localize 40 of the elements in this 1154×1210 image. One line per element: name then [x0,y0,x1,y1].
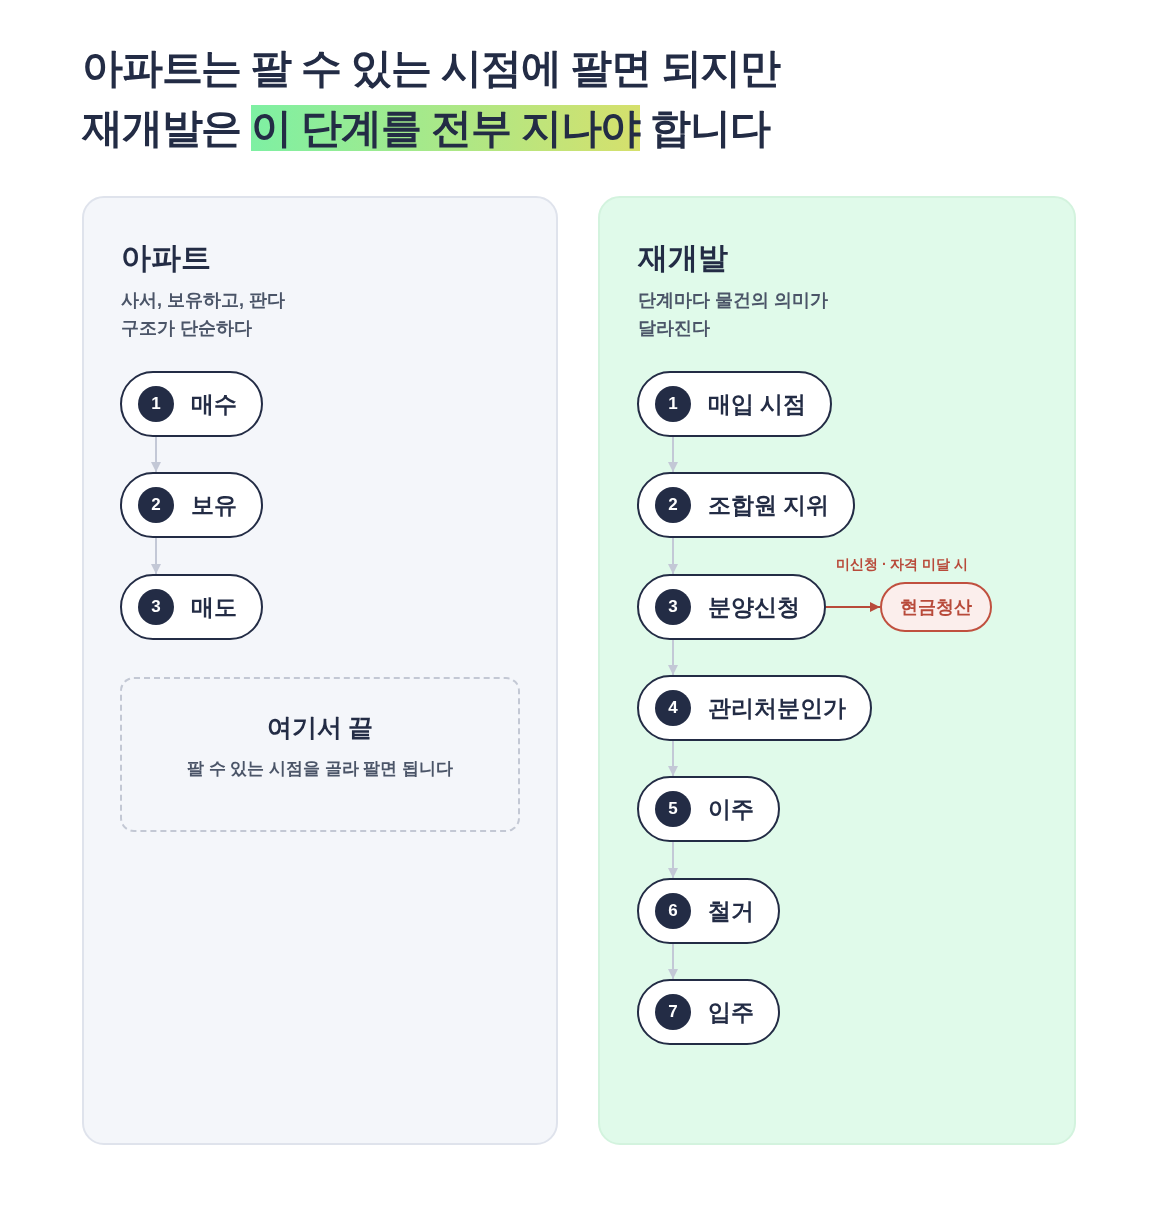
arrow [668,943,678,980]
arrow [151,436,161,473]
panel-heading: 아파트 [121,240,211,276]
number-badge: 3 [138,589,174,625]
number-badge: 1 [655,386,691,422]
edge-label: 미신청 · 자격 미달 시 [836,555,969,573]
step-label: 매도 [191,593,237,622]
arrow [668,841,678,879]
step-label: 입주 [708,998,754,1027]
step-label: 매수 [191,390,237,419]
panel [82,196,558,1145]
number-badge: 3 [655,589,691,625]
panel-heading: 재개발 [638,240,728,276]
step-label: 철거 [708,897,754,926]
note-heading: 여기서 끝 [266,712,374,743]
note-box [120,677,520,832]
note-text: 팔 수 있는 시점을 골라 팔면 됩니다 [186,758,454,780]
panel-subtitle: 사서, 보유하고, 판다 구조가 단순하다 [121,289,286,340]
panel-subtitle: 단계마다 물건의 의미가 달라진다 [638,289,829,340]
number-badge: 6 [655,893,691,929]
arrow [825,602,881,612]
arrow [668,740,678,777]
number-badge: 7 [655,994,691,1030]
number-badge: 2 [138,487,174,523]
number-badge: 5 [655,791,691,827]
number-badge: 1 [138,386,174,422]
step-label: 분양신청 [708,593,800,622]
step-label: 조합원 지위 [708,491,830,520]
number-badge: 4 [655,690,691,726]
arrow [668,537,678,575]
step-label: 관리처분인가 [708,694,846,723]
step-label: 보유 [191,491,237,520]
outcome-pill: 현금청산 [880,582,992,632]
step-label: 이주 [708,795,754,824]
panel [598,196,1076,1145]
arrow [151,537,161,575]
arrow [668,436,678,473]
arrow [668,639,678,676]
step-label: 매입 시점 [708,390,807,419]
number-badge: 2 [655,487,691,523]
